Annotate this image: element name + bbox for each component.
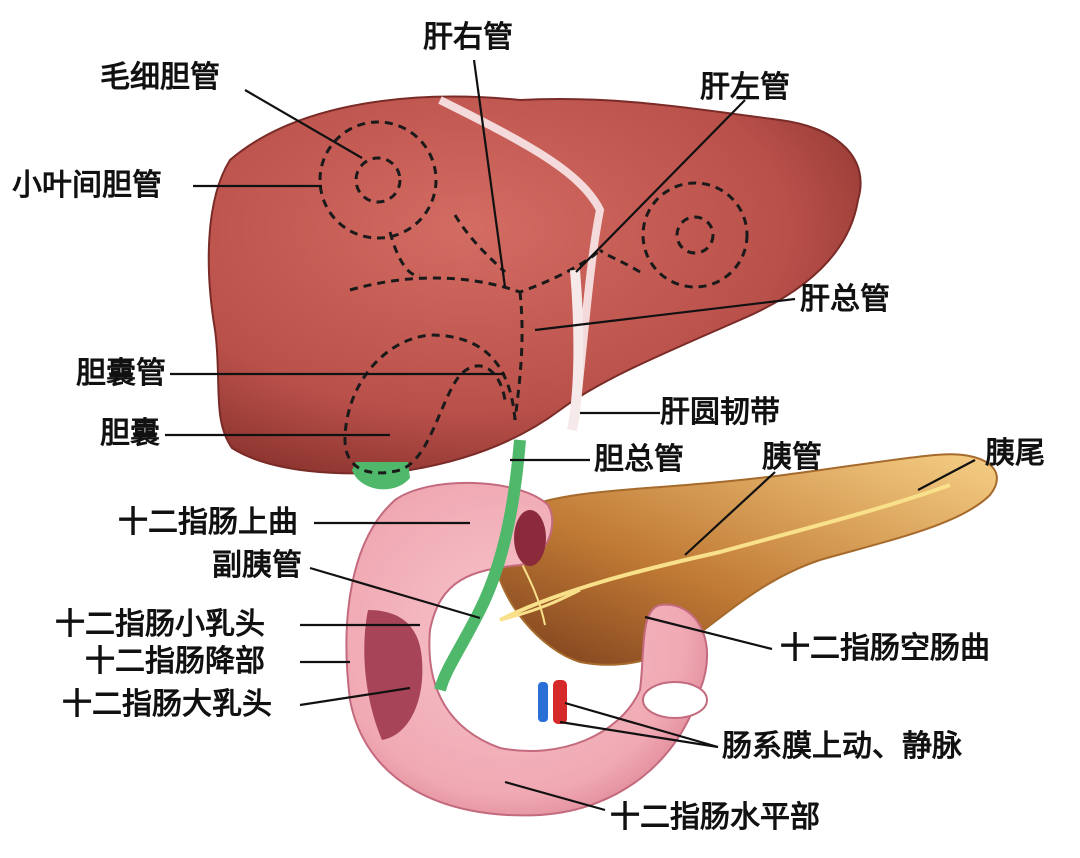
label-common-bile-duct: 胆总管 (594, 442, 684, 477)
label-round-ligament: 肝圆韧带 (660, 395, 780, 430)
label-major-duodenal-papilla: 十二指肠大乳头 (62, 687, 272, 722)
label-pancreas-tail: 胰尾 (985, 436, 1045, 471)
superior-mesenteric-artery (553, 680, 567, 724)
label-gallbladder: 胆囊 (100, 416, 160, 451)
label-superior-mesenteric-vessels: 肠系膜上动、静脉 (722, 729, 962, 764)
pancreas (493, 453, 998, 666)
label-pancreatic-duct: 胰管 (762, 440, 822, 475)
label-capillary-bile-duct: 毛细胆管 (100, 60, 220, 95)
label-interlobular-bile-duct: 小叶间胆管 (12, 168, 162, 203)
label-common-hepatic-duct: 肝总管 (800, 282, 890, 317)
label-cystic-duct: 胆囊管 (76, 356, 166, 391)
label-superior-duodenal-flexure: 十二指肠上曲 (118, 505, 298, 540)
label-minor-duodenal-papilla: 十二指肠小乳头 (55, 607, 265, 642)
label-right-hepatic-duct: 肝右管 (423, 20, 513, 55)
label-descending-duodenum: 十二指肠降部 (85, 644, 265, 679)
gallbladder-tip (352, 462, 410, 490)
common-bile-duct (434, 439, 526, 692)
round-ligament (567, 269, 584, 431)
label-accessory-pancreatic-duct: 副胰管 (212, 548, 302, 583)
label-horizontal-duodenum: 十二指肠水平部 (610, 800, 820, 835)
label-duodenojejunal-flexure: 十二指肠空肠曲 (780, 631, 990, 666)
label-left-hepatic-duct: 肝左管 (700, 70, 790, 105)
superior-mesenteric-vein (538, 682, 548, 722)
